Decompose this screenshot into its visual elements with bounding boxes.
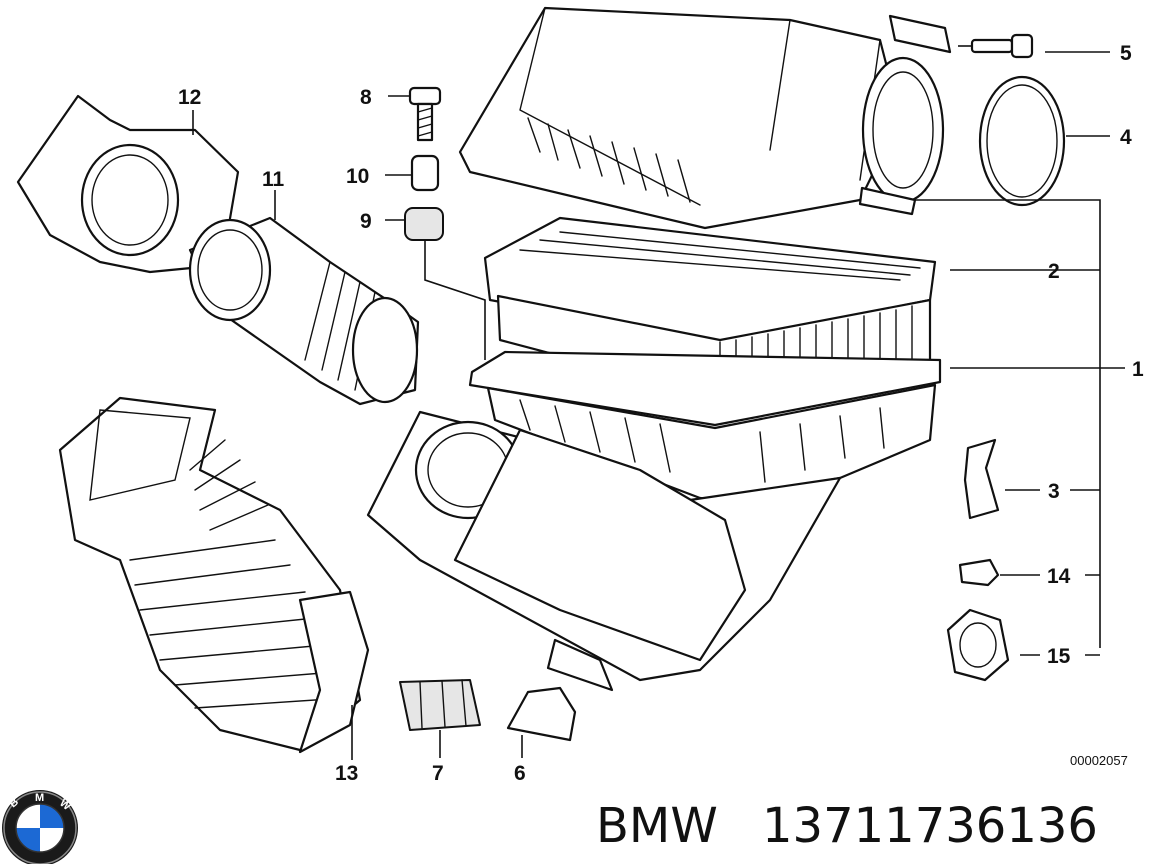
- upper-housing-cover: [458, 6, 952, 230]
- sleeve-part-10: [410, 154, 440, 192]
- plug-part-14: [958, 558, 1000, 587]
- bolt-part-8: [408, 86, 442, 142]
- part-label-8: 8: [360, 86, 372, 109]
- intake-duct: [188, 216, 420, 406]
- part-label-2: 2: [1048, 260, 1060, 283]
- brand-name: BMW: [596, 798, 718, 854]
- bellows-hose: [58, 396, 370, 754]
- part-label-3: 3: [1048, 480, 1060, 503]
- part-number: 13711736136: [762, 798, 1098, 854]
- part-label-15: 15: [1047, 645, 1071, 668]
- part-label-4: 4: [1120, 126, 1132, 149]
- flange-gasket: [16, 94, 240, 274]
- part-label-6: 6: [514, 762, 526, 785]
- part-label-12: 12: [178, 86, 201, 109]
- part-label-11: 11: [262, 168, 285, 191]
- clip-part-3: [963, 438, 1000, 520]
- part-label-7: 7: [432, 762, 444, 785]
- part-label-1: 1: [1132, 358, 1144, 381]
- logo-letter-m: M: [35, 792, 44, 804]
- bushing-part-9: [404, 207, 444, 241]
- leader-lines: [192, 45, 1125, 760]
- rubber-mount-part-7: [399, 679, 481, 731]
- part-label-13: 13: [335, 762, 358, 785]
- part-label-14: 14: [1047, 565, 1071, 588]
- bmw-roundel-icon: B M W: [2, 790, 78, 864]
- diagram-reference-number: 00002057: [1070, 753, 1128, 768]
- part-label-10: 10: [346, 165, 369, 188]
- bolt-part-5: [970, 33, 1034, 59]
- lower-housing: [366, 350, 942, 692]
- seal-ring-part-4: [978, 75, 1066, 207]
- part-label-5: 5: [1120, 42, 1132, 65]
- hose-clamp-part-15: [946, 608, 1010, 682]
- part-label-9: 9: [360, 210, 372, 233]
- rubber-cap-part-6: [506, 686, 577, 742]
- part-labels: 5 4 2 1 3 14 15 8 10 9 12 11 13 7 6: [178, 42, 1144, 785]
